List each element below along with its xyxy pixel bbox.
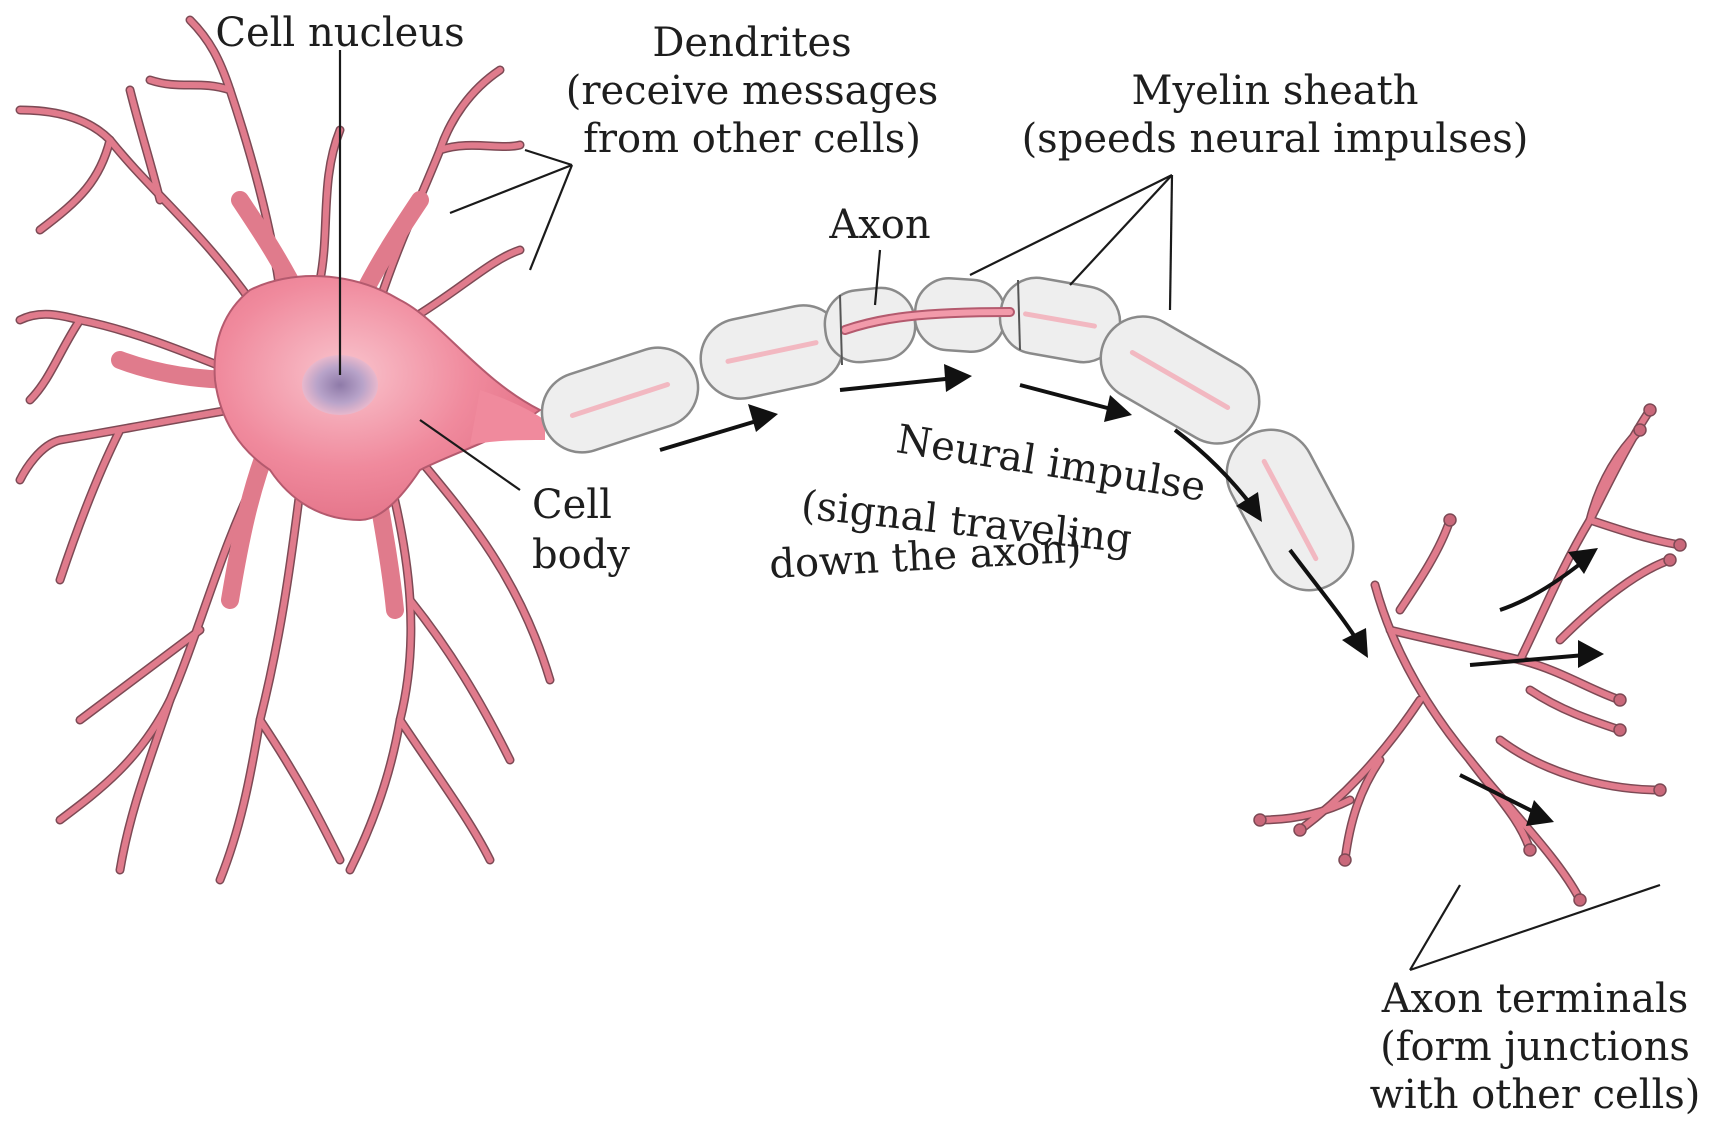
leader-line-dendrites [530,165,572,270]
label-cell-body-line2: body [532,532,630,578]
leader-line-dendrites [525,150,572,165]
label-neural-impulse: Neural impulse (signal traveling down th… [768,416,1209,588]
label-myelin-sheath: Myelin sheath (speeds neural impulses) [1022,68,1529,162]
leader-line-terminals [1410,885,1460,970]
label-dendrites-title: Dendrites [652,20,851,66]
impulse-arrow [840,364,972,392]
label-cell-body-line1: Cell [532,482,612,528]
label-axon-terminals: Axon terminals (form junctions with othe… [1370,976,1701,1118]
label-cell-body: Cell body [532,482,630,578]
leader-line-myelin [1070,175,1172,285]
label-cell-nucleus: Cell nucleus [215,10,464,56]
label-dendrites-desc-1: (receive messages [566,68,939,114]
leader-line-terminals [1410,885,1660,970]
leader-line-dendrites [450,165,572,213]
label-myelin-desc: (speeds neural impulses) [1022,116,1529,162]
label-neural-impulse-desc-2: down the axon) [768,526,1082,588]
label-axon-terminals-desc-1: (form junctions [1380,1024,1690,1070]
label-axon: Axon [828,202,930,248]
myelin-segment [1211,414,1369,605]
leader-line-myelin [1170,175,1172,310]
label-axon-terminals-title: Axon terminals [1381,976,1689,1022]
impulse-arrow [1460,775,1554,826]
label-dendrites: Dendrites (receive messages from other c… [566,20,939,162]
label-axon-terminals-desc-2: with other cells) [1370,1072,1701,1118]
label-dendrites-desc-2: from other cells) [583,116,921,162]
leader-line-myelin [970,175,1172,275]
label-myelin-title: Myelin sheath [1132,68,1419,114]
